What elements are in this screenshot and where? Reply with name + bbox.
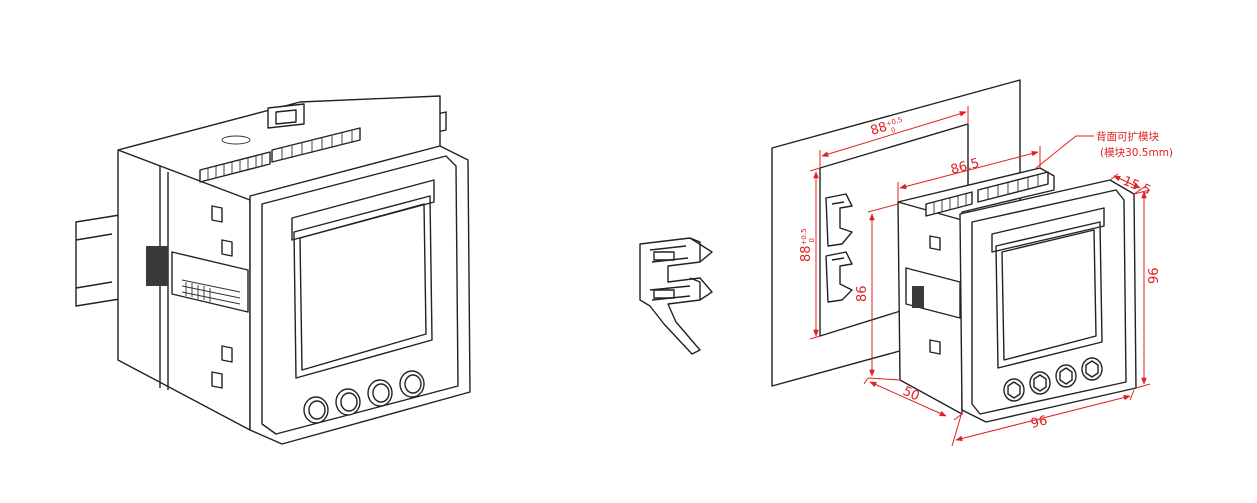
dim-label-body-height: 86 (855, 285, 870, 302)
dim-cutout-height (809, 167, 821, 340)
dim-label-body-width: 86.5 (949, 156, 981, 178)
dim-label-cutout-height: 88+0.50 (799, 228, 816, 262)
dim-cutout-width (819, 106, 969, 168)
svg-text:88+0.50: 88+0.50 (869, 115, 906, 141)
note-line-1: 背面可扩模块 (1096, 130, 1159, 143)
dim-front-height (1133, 189, 1151, 389)
mounting-clip (639, 237, 713, 355)
dim-label-front-height: 96 (1147, 267, 1162, 284)
dim-value: 88 (869, 120, 889, 139)
dim-body-height (867, 203, 901, 381)
dim-label-cutout-width: 88+0.50 (869, 115, 906, 141)
dim-label-depth: 50 (900, 384, 921, 404)
dim-tol-upper: +0.5 (800, 228, 808, 245)
dim-tol-lower: 0 (890, 126, 897, 135)
dim-tol-lower: 0 (808, 238, 816, 242)
dim-front-width (951, 389, 1135, 447)
panel-mounted-meter: 88+0.50 86.5 88+0.50 86 50 96 96 15.5 背面… (771, 79, 1173, 447)
note-leader-line (1035, 135, 1094, 169)
left-meter-buttons (303, 370, 425, 424)
din-rail-mounted-meter (75, 95, 471, 445)
dim-value: 88 (799, 245, 814, 262)
svg-text:88+0.50: 88+0.50 (799, 228, 816, 262)
note-line-2: (模块30.5mm) (1100, 147, 1173, 159)
dim-label-front-width: 96 (1029, 413, 1049, 432)
dim-bezel-depth (1109, 173, 1147, 195)
